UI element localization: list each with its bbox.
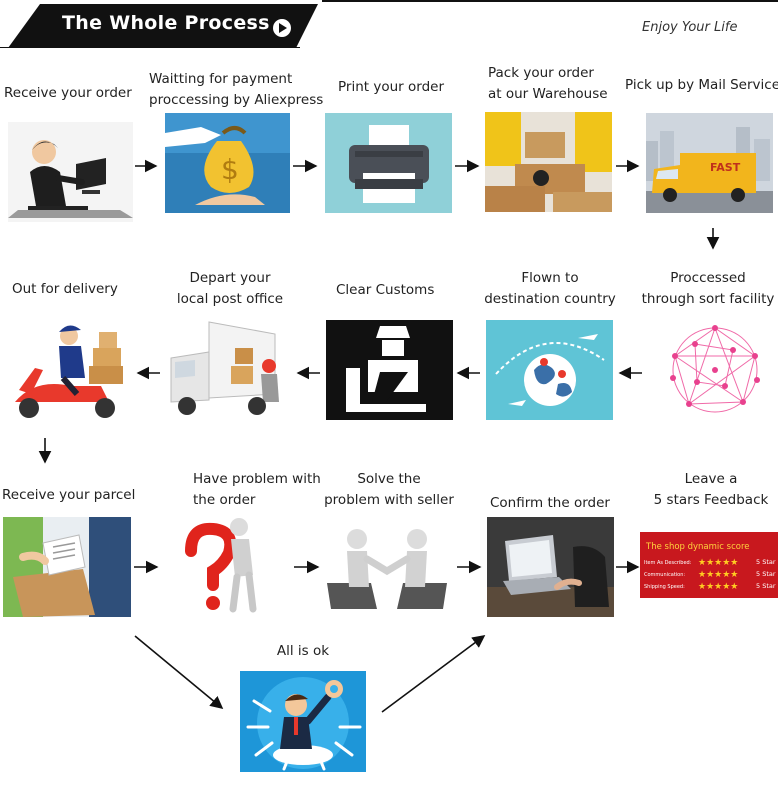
- step-label-clear-customs: Clear Customs: [336, 282, 435, 298]
- tagline: Enjoy Your Life: [642, 20, 738, 35]
- customs-image: [326, 320, 453, 420]
- packing-image: [485, 112, 612, 212]
- solve-problem-image: [327, 517, 447, 617]
- arrow-diagonal: [134, 635, 224, 710]
- confirm-order-laptop-image: [487, 517, 614, 617]
- feedback-row-score: 5 Star: [756, 558, 776, 566]
- feedback-card-title: The shop dynamic score: [645, 542, 750, 552]
- printer-image: [325, 113, 452, 213]
- svg-text:$: $: [221, 153, 239, 186]
- flight-globe-image: [486, 320, 613, 420]
- all-ok-image: [240, 671, 366, 772]
- step-label-out-for-delivery: Out for delivery: [12, 281, 118, 297]
- truck-sign: FAST: [710, 161, 741, 174]
- problem-question-image: [165, 517, 292, 617]
- receive-parcel-image: [3, 517, 131, 617]
- post-office-truck-image: [165, 318, 293, 422]
- feedback-row-label: Communication:: [644, 572, 685, 578]
- feedback-row-score: 5 Star: [756, 582, 776, 590]
- mail-truck-image: FAST: [646, 113, 773, 213]
- play-icon: [273, 19, 291, 37]
- step-label-confirm-order: Confirm the order: [490, 495, 610, 511]
- step-label-print-order: Print your order: [338, 79, 444, 95]
- feedback-row-label: Shipping Speed:: [644, 584, 685, 590]
- svg-text:★★★★★: ★★★★★: [698, 582, 738, 592]
- feedback-row-label: Item As Described:: [644, 560, 692, 566]
- feedback-row-score: 5 Star: [756, 570, 776, 578]
- svg-text:★★★★★: ★★★★★: [698, 558, 738, 568]
- step-label-receive-parcel: Receive your parcel: [2, 487, 136, 503]
- header-banner: [0, 0, 322, 48]
- star-icon: ★★★★★ ★★★★★ ★★★★★: [698, 558, 738, 592]
- step-label-pickup: Pick up by Mail Service: [625, 77, 778, 93]
- svg-text:★★★★★: ★★★★★: [698, 570, 738, 580]
- delivery-scooter-image: [5, 318, 135, 422]
- receive-order-image: [8, 122, 133, 222]
- header-rule: [322, 0, 778, 2]
- step-label-all-ok: All is ok: [276, 643, 330, 659]
- payment-image: $: [165, 113, 290, 213]
- page-title: The Whole Process: [62, 12, 270, 34]
- arrow-diagonal: [381, 635, 486, 713]
- step-label-receive-order: Receive your order: [4, 85, 132, 101]
- sort-facility-network-image: [655, 320, 775, 420]
- feedback-score-card: The shop dynamic score Item As Described…: [640, 532, 778, 598]
